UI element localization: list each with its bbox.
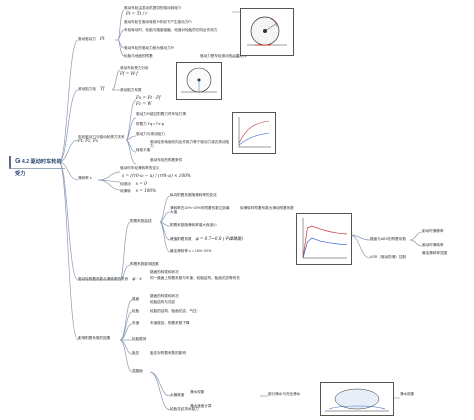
chart-series-line-1 (303, 238, 347, 258)
factor-wet-b[interactable]: 滑水现象 (190, 390, 205, 394)
branch-adhesion-label: 驱动轮附着系数与滑转率的关系 (78, 277, 129, 281)
rolling-sub2[interactable]: 滚动阻力系数 (120, 88, 142, 92)
branch-adhesion-formula: φ - s (132, 276, 142, 281)
factor-road-a[interactable]: 路面的种类和状况 (150, 294, 179, 298)
branch-slip[interactable]: 滑转率 s (78, 176, 92, 180)
adhesion-right1[interactable]: 路面与ABS的附着系数 (370, 237, 406, 241)
chart-series-line-0 (303, 226, 347, 258)
wheel-drive-svg (241, 16, 293, 55)
slip-sub2-value: s = 100% (135, 188, 157, 193)
force-vector-svg (233, 113, 275, 153)
branch-rolling-formula: Tf (99, 86, 105, 91)
adhesion-group2[interactable]: 附着系数影响因素 (130, 262, 159, 266)
slip-sub1-label: 纯滚动 (120, 182, 131, 186)
branch-relation-formula: Ft, Fz, Fx (78, 138, 99, 144)
force-vector-diagram (232, 112, 276, 154)
slip-sub2[interactable]: 纯滑转 s = 100% (120, 188, 157, 193)
g-logo-icon: Ǥ (15, 158, 21, 165)
adhesion-g1-b[interactable]: 滑转率在15%~20%时附着系数达到最大值 (170, 206, 230, 215)
factor-tire[interactable]: 轮胎 (132, 309, 140, 313)
adhesion-right4[interactable]: 驱动时滑转率 (422, 243, 444, 247)
adhesion-g1-a[interactable]: 纵向附着系数随滑转率的变化 (170, 193, 217, 197)
adhesion-group1[interactable]: 附着系数曲线 (130, 219, 152, 223)
factor-load[interactable]: 轮胎载荷 (132, 337, 147, 341)
wheel-rolling-svg (177, 67, 221, 93)
drive-force-sub4[interactable]: 驱动车轮的驱动力即为驱动力Ft (124, 46, 174, 50)
hydroplaning-svg (321, 388, 393, 415)
slip-desc[interactable]: 驱动时车轮滑转率的定义 (120, 166, 160, 170)
branch-adhesion[interactable]: 驱动轮附着系数与滑转率的关系 φ - s (78, 276, 142, 281)
adhesion-g1-c[interactable]: 附着系数随滑转率增大而减小 (170, 223, 217, 227)
branch-drive-force[interactable]: 驱动驱动力 Ft (78, 36, 105, 41)
factor-pressure[interactable]: 胎压 (132, 351, 140, 355)
factor-wet-a[interactable]: 水膜厚度 (170, 393, 185, 397)
relation-note2[interactable]: 附着力 Fφ = Fz·φ (136, 122, 164, 126)
branch-drive-force-formula: Ft (99, 36, 105, 41)
relation-eq2: Fz = W (136, 101, 152, 106)
wheel-diagram-rolling (176, 62, 222, 100)
relation-note3[interactable]: 转矩平衡 (136, 148, 151, 152)
rolling-sub1-formula: Ff = W·f (120, 71, 138, 76)
root-title: 4.2 驱动时车轮的受力 (15, 159, 62, 177)
branch-drive-force-label: 驱动驱动力 (78, 37, 96, 41)
factor-tire-a[interactable]: 轮胎的结构、胎面花纹、气压 (150, 309, 197, 313)
drive-force-sub3[interactable]: 车轮转动时，轮胎与路面接触，地面对轮胎的切向反作用力 (124, 28, 218, 32)
branch-factors-label: 影响附着系数的因素 (78, 336, 111, 340)
slip-sub1[interactable]: 纯滚动 s = 0 (120, 181, 147, 186)
relation-note5[interactable]: 驱动轮的地面切向反作用力等于驱动力减去滚动阻力 (150, 140, 230, 149)
adhesion-g1-f[interactable]: 最佳滑转率 s = 15%~20% (170, 249, 212, 253)
branch-rolling-label: 滚动阻力矩 (78, 87, 96, 91)
relation-eq1: Fx = Ft - Ff (136, 95, 161, 100)
slip-formula1: s = (rr0·ω − u) / (rr0·ω) × 100% (122, 173, 191, 178)
chart-axes (303, 218, 347, 258)
branch-slip-label: 滑转率 s (78, 176, 92, 180)
factor-road-b[interactable]: 轮胎结构与花纹 (150, 300, 176, 304)
factor-speed[interactable]: 车速 (132, 321, 140, 325)
slip-sub2-label: 纯滑转 (120, 189, 131, 193)
branch-rolling[interactable]: 滚动阻力矩 Tf (78, 86, 105, 91)
drive-force-note2[interactable]: 轮胎与地面的附着 (124, 54, 153, 58)
adhesion-g1-d-label: 峰值附着系数 (170, 237, 192, 241)
adhesion-chart-svg (297, 214, 351, 264)
factor-wet-d[interactable]: 滑水速度计算 (190, 404, 212, 408)
relation-note6[interactable]: 驱动车轮的附着条件 (150, 158, 183, 162)
adhesion-chart (296, 213, 352, 265)
adhesion-g1-g[interactable]: 纯滑转时附着系数为滑动附着系数 (240, 206, 294, 210)
adhesion-right2[interactable]: ASR（驱动防滑）控制 (370, 255, 407, 259)
adhesion-g2-a[interactable]: 路面的种类和状况 (150, 270, 179, 274)
adhesion-g1-e: φ = 0.7~0.8 (干燥路面) (195, 236, 243, 241)
factor-wet-c[interactable]: 轮胎花纹排水能力 (170, 407, 199, 411)
branch-relation[interactable]: 车轮驱动力与驱动轮受力关系 Ft, Fz, Fx (78, 135, 125, 144)
factor-wet[interactable]: 湿路面 (132, 369, 143, 373)
rolling-sub1[interactable]: 滚动车轮受力分析 (120, 66, 149, 70)
adhesion-g2-b[interactable]: 同一路面上附着系数与车速、轮胎结构、胎面花纹等有关 (150, 276, 240, 280)
branch-relation-label: 车轮驱动力与驱动轮受力关系 (78, 135, 125, 139)
drive-force-sub1[interactable]: 驱动车轮由发动机提供的驱动转矩Tt (124, 6, 182, 10)
drive-force-sub1-formula: Ft = Tt / r (126, 11, 148, 16)
factor-road[interactable]: 路面 (132, 297, 140, 301)
hydroplaning-note[interactable]: 滑水现象 (400, 392, 415, 396)
adhesion-right3[interactable]: 制动时滑移率 (422, 229, 444, 233)
branch-factors[interactable]: 影响附着系数的因素 (78, 336, 110, 340)
drive-force-note1[interactable]: 驱动力是车轮滚动的必要条件 (200, 54, 247, 58)
adhesion-right5[interactable]: 最佳滑转率范围 (422, 251, 448, 255)
factor-wet-e[interactable]: 部分滑水与完全滑水 (268, 392, 301, 396)
relation-note4[interactable]: 驱动力与滚动阻力 (136, 132, 165, 136)
hydroplaning-diagram (320, 382, 394, 416)
root-topic[interactable]: Ǥ 4.2 驱动时车轮的受力 (9, 156, 65, 177)
wheel-diagram-drive (240, 8, 294, 56)
slip-sub1-value: s = 0 (135, 181, 147, 186)
relation-note1[interactable]: 驱动力Ft超过附着力时车轮打滑 (136, 112, 186, 116)
factor-speed-a[interactable]: 车速增加，附着系数下降 (150, 321, 190, 325)
adhesion-g1-d[interactable]: 峰值附着系数 φ = 0.7~0.8 (干燥路面) (170, 236, 243, 241)
drive-force-sub2[interactable]: 驱动车轮在驱动转矩Tt作用下产生驱动力Ft (124, 20, 192, 24)
factor-pressure-a[interactable]: 胎压对附着系数的影响 (150, 351, 186, 355)
